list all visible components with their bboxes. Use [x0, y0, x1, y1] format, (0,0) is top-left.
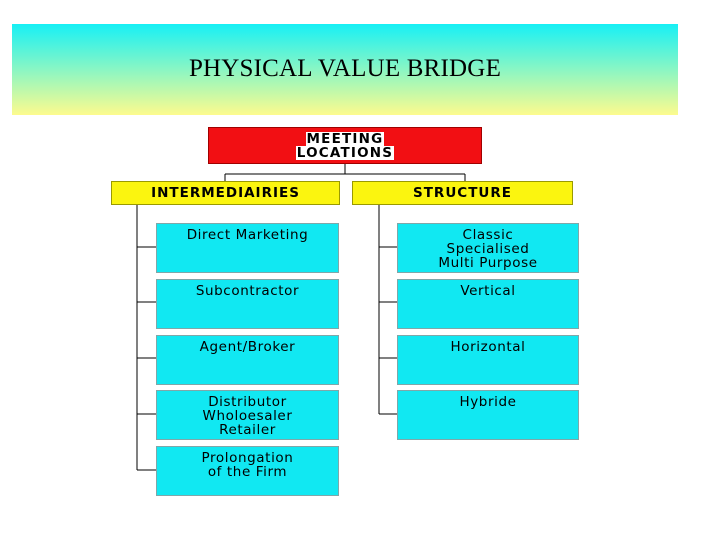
node-line: Direct Marketing: [186, 227, 309, 243]
node-line: Retailer: [219, 422, 276, 438]
node-classic-specialised-multi-purpose: Classic Specialised Multi Purpose: [397, 223, 579, 273]
node-subcontractor: Subcontractor: [156, 279, 339, 329]
node-prolongation-of-the-firm: Prolongation of the Firm: [156, 446, 339, 496]
node-line: Classic: [462, 227, 514, 243]
node-line: Vertical: [460, 283, 516, 299]
node-line: Prolongation: [201, 450, 294, 466]
branch-header-intermediairies: INTERMEDIAIRIES: [111, 181, 340, 205]
node-line: Horizontal: [450, 339, 526, 355]
branch-header-structure: STRUCTURE: [352, 181, 573, 205]
node-line: of the Firm: [207, 464, 288, 480]
node-distributor-wholesaler-retailer: Distributor Wholoesaler Retailer: [156, 390, 339, 440]
node-agent-broker: Agent/Broker: [156, 335, 339, 385]
node-line: Agent/Broker: [199, 339, 296, 355]
node-line: Wholoesaler: [202, 408, 293, 424]
node-line: Distributor: [208, 394, 287, 410]
title-band: PHYSICAL VALUE BRIDGE: [12, 24, 678, 115]
root-line-1: MEETING: [305, 131, 385, 147]
node-vertical: Vertical: [397, 279, 579, 329]
root-node-meeting-locations: MEETING LOCATIONS: [208, 127, 482, 164]
node-line: Multi Purpose: [438, 255, 538, 271]
branch-header-label: STRUCTURE: [413, 185, 512, 201]
node-hybride: Hybride: [397, 390, 579, 440]
node-line: Specialised: [446, 241, 530, 257]
branch-header-label: INTERMEDIAIRIES: [151, 185, 300, 201]
node-line: Subcontractor: [195, 283, 300, 299]
root-line-2: LOCATIONS: [295, 145, 395, 161]
node-line: Hybride: [459, 394, 517, 410]
node-direct-marketing: Direct Marketing: [156, 223, 339, 273]
page-title: PHYSICAL VALUE BRIDGE: [188, 55, 502, 82]
node-horizontal: Horizontal: [397, 335, 579, 385]
